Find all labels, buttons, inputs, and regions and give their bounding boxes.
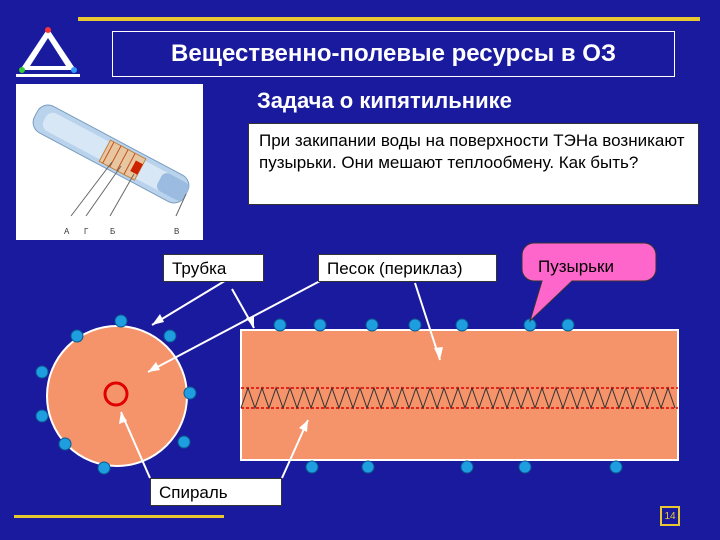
triz-logo — [14, 26, 82, 80]
bubbles-rect — [273, 318, 623, 474]
photo-marker-v: В — [174, 227, 179, 236]
label-sand: Песок (периклаз) — [318, 254, 497, 282]
label-bubbles: Пузырьки — [538, 257, 614, 276]
slide-title-text: Вещественно-полевые ресурсы в ОЗ — [171, 40, 616, 67]
label-tube: Трубка — [163, 254, 264, 282]
heater-photo: А Г Б В — [16, 84, 203, 240]
top-divider — [78, 17, 700, 21]
task-title: Задача о кипятильнике — [257, 88, 512, 113]
spiral-zigzag — [240, 386, 676, 410]
bubbles-circle — [35, 314, 197, 475]
photo-marker-b: Б — [110, 227, 115, 236]
bottom-divider — [14, 515, 224, 518]
slide-title: Вещественно-полевые ресурсы в ОЗ — [112, 31, 675, 77]
photo-marker-a: А — [64, 227, 70, 236]
photo-marker-g: Г — [84, 227, 89, 236]
bubbles-callout — [521, 242, 657, 323]
page-number: 14 — [660, 506, 680, 526]
task-description: При закипании воды на поверхности ТЭНа в… — [248, 123, 699, 205]
spiral-cross-section — [103, 381, 129, 407]
arrow-heads — [119, 314, 443, 432]
tube-longitudinal — [240, 329, 679, 461]
label-spiral: Спираль — [150, 478, 282, 506]
